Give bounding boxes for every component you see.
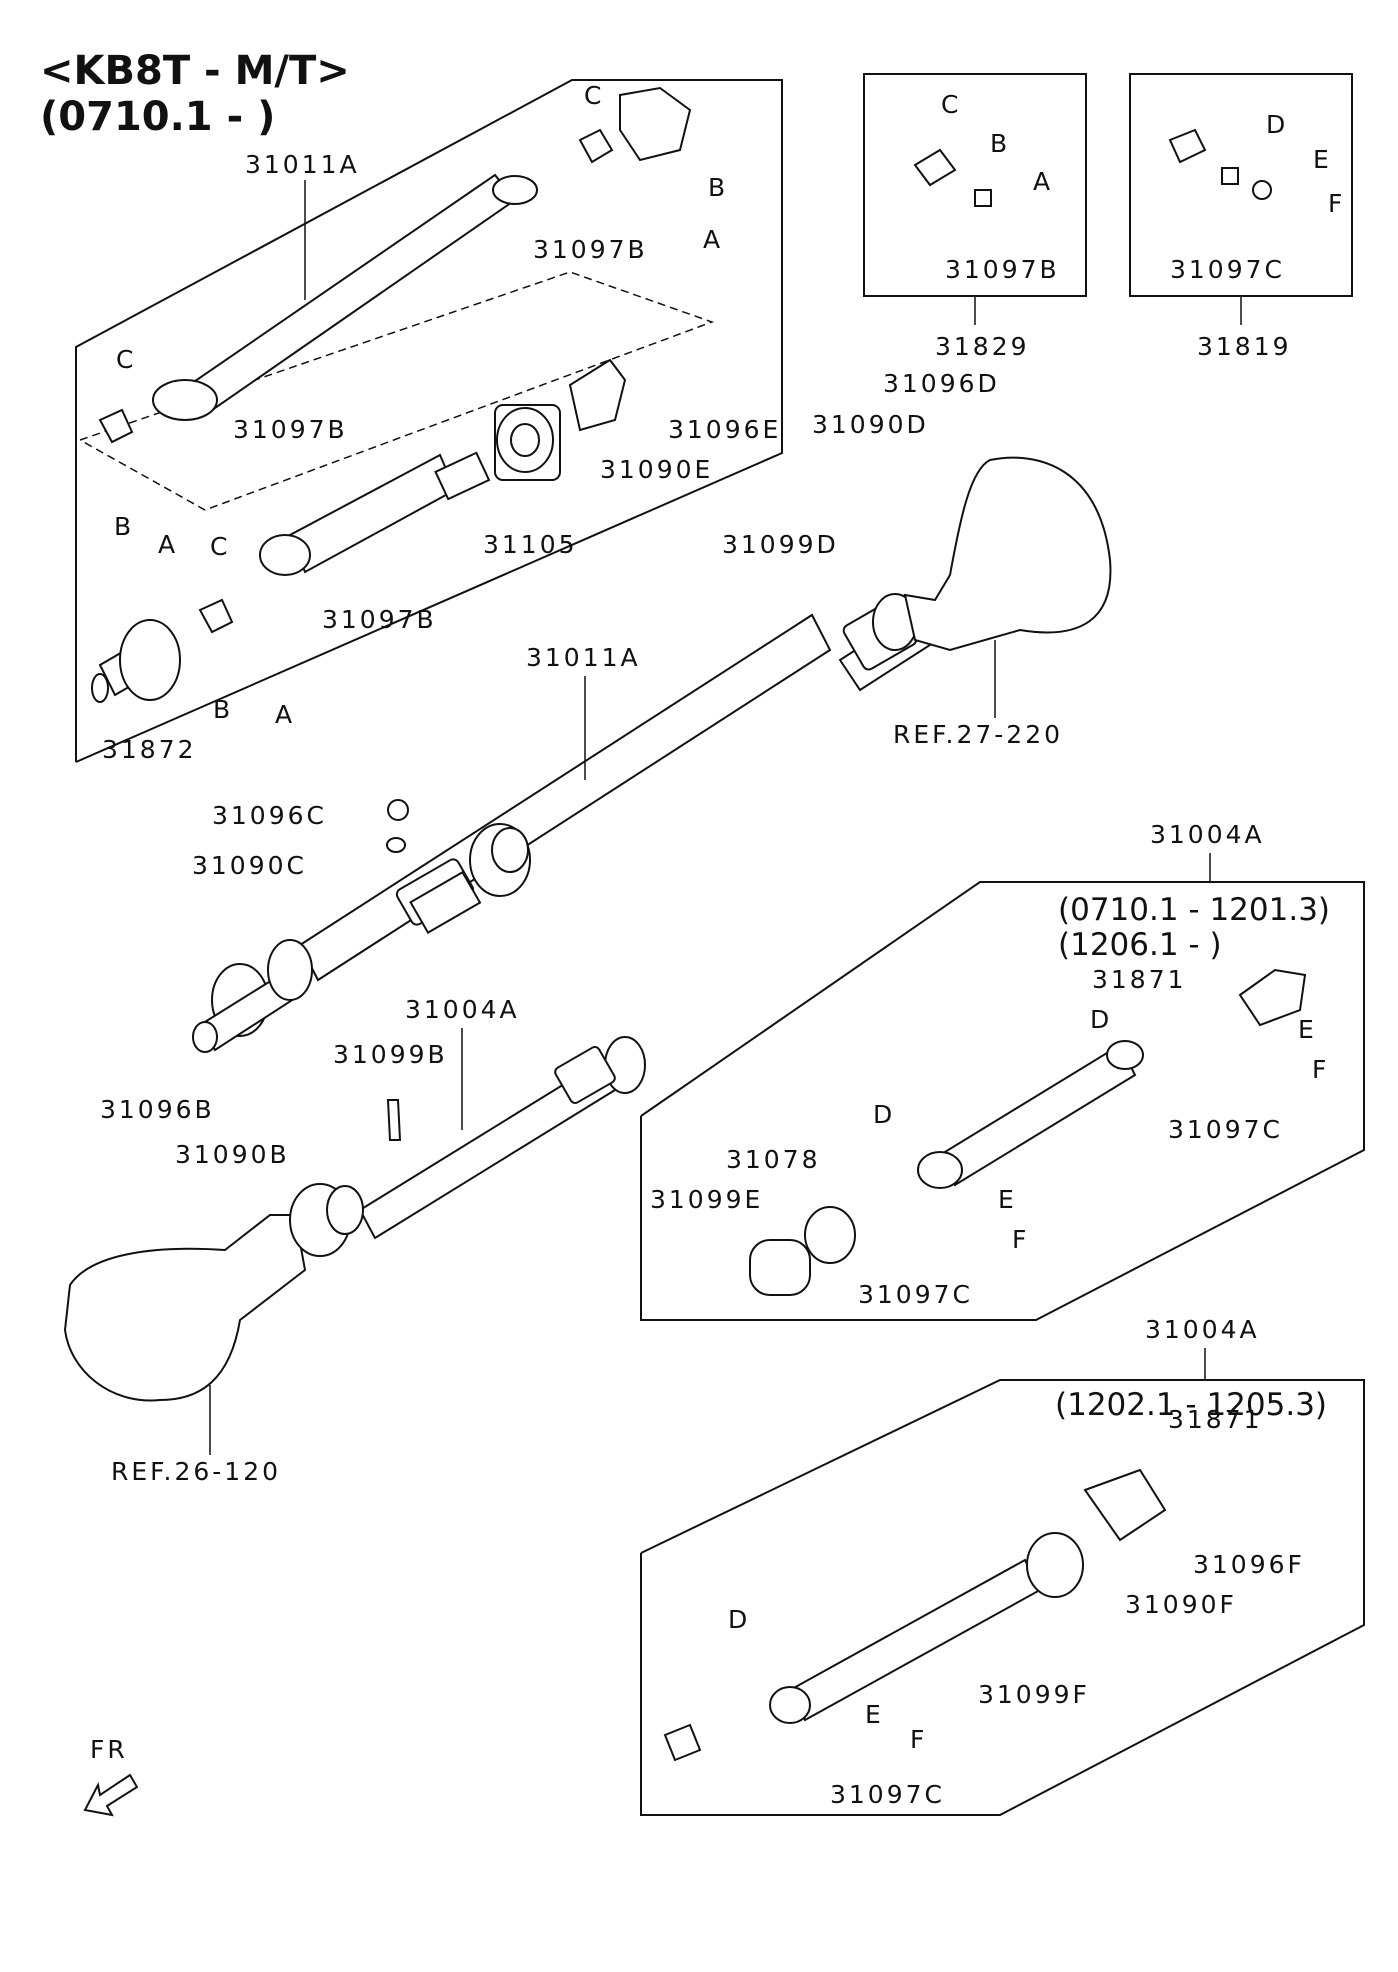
label-31829: 31829 xyxy=(935,332,1030,361)
label-31097c-range1-bottom: 31097C xyxy=(858,1280,973,1309)
letter-a-2: A xyxy=(158,530,178,559)
letter-e-kit-c: E xyxy=(1313,145,1332,174)
label-31011a-top: 31011A xyxy=(245,150,360,179)
label-31096f: 31096F xyxy=(1193,1550,1305,1579)
label-31872: 31872 xyxy=(102,735,197,764)
lower-shaft-tube xyxy=(259,451,491,576)
letter-c-1: C xyxy=(584,81,604,110)
snap-ring-kit-c xyxy=(1252,180,1272,200)
frame-31004a-range-2 xyxy=(640,1379,1365,1816)
range2-shaft xyxy=(663,1468,1167,1762)
letter-c-2: C xyxy=(116,345,136,374)
label-31090d: 31090D xyxy=(812,410,929,439)
label-31097c-kit: 31097C xyxy=(1170,255,1285,284)
range-1a: (0710.1 - 1201.3) xyxy=(1058,892,1330,928)
bearing-cup-kit-c xyxy=(1221,167,1239,185)
letter-b-kit-b: B xyxy=(990,129,1010,158)
letter-e-range1-bottom: E xyxy=(998,1185,1017,1214)
label-31004a-range1: 31004A xyxy=(1150,820,1265,849)
frame-31011a-breakdown xyxy=(75,79,783,763)
flange-yoke-31872 xyxy=(91,619,181,703)
range1-flange-31078 xyxy=(749,1206,856,1296)
label-31096b: 31096B xyxy=(100,1095,215,1124)
letter-c-3: C xyxy=(210,532,230,561)
letter-b-2: B xyxy=(114,512,134,541)
direction-label: FR xyxy=(90,1735,128,1764)
label-31097b-1: 31097B xyxy=(533,235,648,264)
letter-f-range1-top: F xyxy=(1312,1055,1329,1084)
letter-f-kit-c: F xyxy=(1328,189,1345,218)
letter-a-3: A xyxy=(275,700,295,729)
label-31097b-2: 31097B xyxy=(233,415,348,444)
letter-e-range1-top: E xyxy=(1298,1015,1317,1044)
range-2: (1202.1 - 1205.3) xyxy=(1055,1387,1327,1423)
label-31004a-range2: 31004A xyxy=(1145,1315,1260,1344)
letter-f-range1-bottom: F xyxy=(1012,1225,1029,1254)
label-31097c-range1-top: 31097C xyxy=(1168,1115,1283,1144)
upper-shaft-tube xyxy=(152,173,538,421)
nut-31096c xyxy=(387,799,409,821)
label-31099b: 31099B xyxy=(333,1040,448,1069)
label-31096e: 31096E xyxy=(668,415,781,444)
front-driveshaft-31004a xyxy=(289,1036,646,1257)
bearing-cup-kit-b xyxy=(974,189,992,207)
label-31819: 31819 xyxy=(1197,332,1292,361)
label-31105: 31105 xyxy=(483,530,578,559)
letter-f-range2: F xyxy=(910,1725,927,1754)
label-31096c: 31096C xyxy=(212,801,327,830)
letter-d-kit-c: D xyxy=(1266,110,1288,139)
label-31871-range2: 31871 xyxy=(1168,1405,1263,1434)
direction-arrow-icon xyxy=(83,1773,139,1817)
cross-joints-panel xyxy=(98,128,614,634)
model-header: <KB8T - M/T> xyxy=(40,48,350,94)
label-31097c-range2: 31097C xyxy=(830,1780,945,1809)
center-bearing-31105 xyxy=(494,404,561,481)
yoke-middle xyxy=(568,358,627,432)
cross-joint-kit-b xyxy=(913,148,957,187)
label-31090e: 31090E xyxy=(600,455,713,484)
label-31097b-3: 31097B xyxy=(322,605,437,634)
label-31096d: 31096D xyxy=(883,369,1000,398)
label-31871-range1: 31871 xyxy=(1092,965,1187,994)
letter-d-range1-bottom: D xyxy=(873,1100,895,1129)
letter-d-range2: D xyxy=(728,1605,750,1634)
letter-e-range2: E xyxy=(865,1700,884,1729)
label-31011a-main: 31011A xyxy=(526,643,641,672)
frame-31004a-range-1 xyxy=(640,881,1365,1321)
letter-d-range1-top: D xyxy=(1090,1005,1112,1034)
transmission-housing-outline xyxy=(63,1214,307,1402)
washer-31090c xyxy=(386,837,406,853)
main-driveshaft-31011a xyxy=(192,593,932,1053)
transfer-case-outline xyxy=(903,456,1112,652)
label-31090b: 31090B xyxy=(175,1140,290,1169)
ref-27-220: REF.27-220 xyxy=(893,720,1063,749)
label-31097b-kit: 31097B xyxy=(945,255,1060,284)
label-31099f: 31099F xyxy=(978,1680,1090,1709)
range-1b: (1206.1 - ) xyxy=(1058,927,1222,963)
cross-joint-kit-c xyxy=(1168,128,1207,164)
label-31090f: 31090F xyxy=(1125,1590,1237,1619)
label-31099e: 31099E xyxy=(650,1185,763,1214)
dashed-subframe xyxy=(79,271,715,511)
label-31099d: 31099D xyxy=(722,530,839,559)
range-header: (0710.1 - ) xyxy=(40,94,275,140)
label-31090c: 31090C xyxy=(192,851,307,880)
ref-26-120: REF.26-120 xyxy=(111,1457,281,1486)
label-31004a-front: 31004A xyxy=(405,995,520,1024)
yoke-upper-right xyxy=(619,86,692,162)
letter-b-1: B xyxy=(708,173,728,202)
letter-c-kit-b: C xyxy=(941,90,961,119)
range1-shaft xyxy=(917,968,1307,1189)
letter-a-kit-b: A xyxy=(1033,167,1053,196)
letter-b-3: B xyxy=(213,695,233,724)
letter-a-1: A xyxy=(703,225,723,254)
label-31078: 31078 xyxy=(726,1145,821,1174)
